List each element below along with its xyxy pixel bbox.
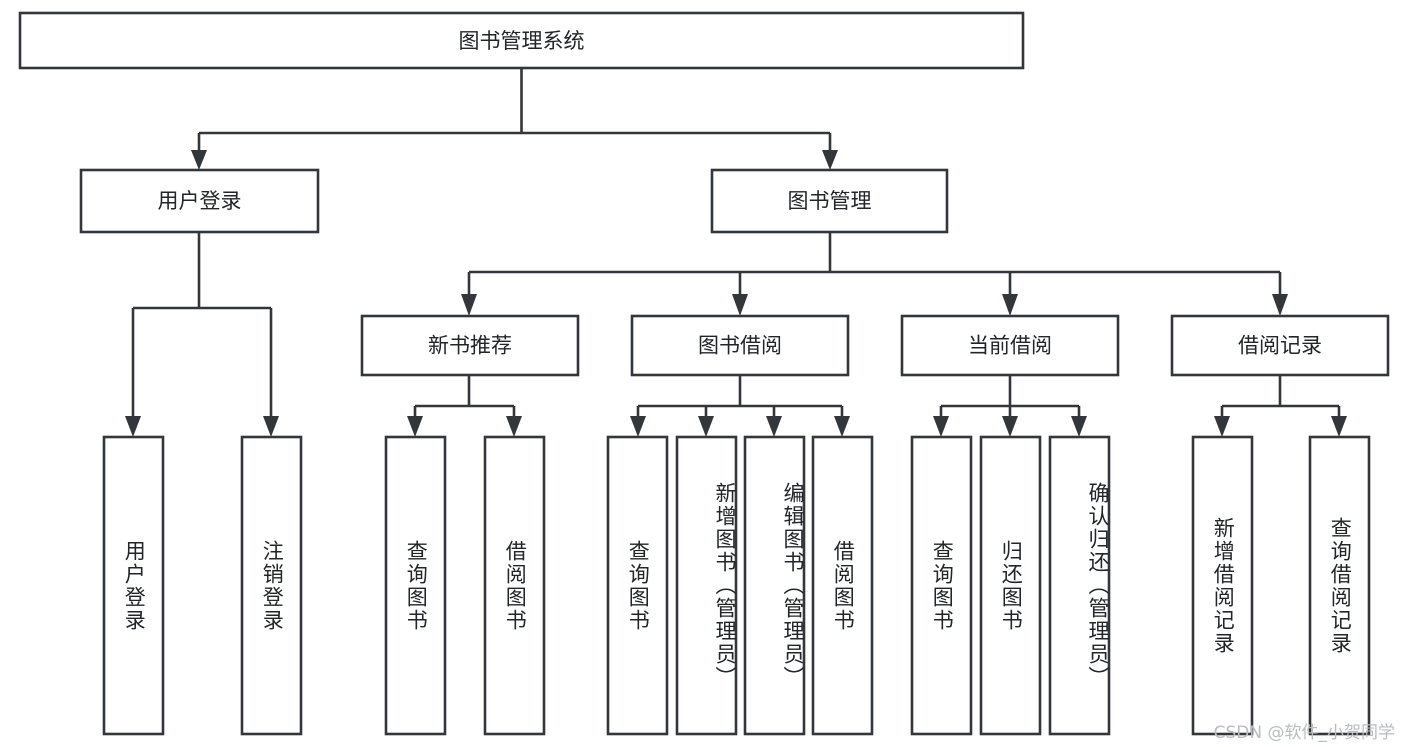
arrow-root-to-book-mgmt <box>822 150 838 170</box>
connector-group-book-borrow <box>630 375 850 437</box>
node-box-leaf-query-record[interactable] <box>1308 435 1371 736</box>
node-label-leaf-return-book: 归还图书 <box>999 539 1024 632</box>
arrow-leaf-edit-book <box>766 416 782 437</box>
node-label-leaf-logout: 注销登录 <box>260 539 285 632</box>
node-box-book-borrow[interactable] <box>630 314 850 377</box>
arrow-leaf-add-book <box>698 416 714 437</box>
node-label-leaf-query-book-1: 查询图书 <box>404 539 429 632</box>
node-box-root[interactable] <box>18 11 1025 70</box>
node-box-leaf-user-login[interactable] <box>102 435 165 736</box>
connector-group-borrow-record <box>1214 375 1347 437</box>
node-label-leaf-query-record: 查询借阅记录 <box>1328 516 1353 655</box>
node-label-leaf-borrow-book-2: 借阅图书 <box>831 539 856 632</box>
connector-group-book-mgmt <box>461 232 1288 316</box>
node-label-leaf-add-record: 新增借阅记录 <box>1211 516 1236 655</box>
arrow-to-book-borrow <box>732 294 748 316</box>
node-label-book-management: 图书管理 <box>788 189 872 213</box>
node-label-leaf-edit-book: 编辑图书（管理员） <box>781 482 805 689</box>
arrow-leaf-query-record <box>1331 416 1347 437</box>
csdn-watermark: CSDN @软件_小贺同学 <box>1213 723 1395 743</box>
node-label-leaf-query-book-2: 查询图书 <box>626 539 651 632</box>
node-label-new-book-recommend: 新书推荐 <box>428 334 512 358</box>
arrow-leaf-logout <box>263 416 279 437</box>
node-label-book-borrow: 图书借阅 <box>698 334 782 358</box>
connector-group-root <box>191 68 838 170</box>
node-box-leaf-return-book[interactable] <box>979 435 1042 736</box>
arrow-leaf-confirm-return <box>1071 416 1087 437</box>
node-label-leaf-query-book-3: 查询图书 <box>930 539 955 632</box>
node-label-root: 图书管理系统 <box>459 29 585 53</box>
node-label-borrow-record: 借阅记录 <box>1238 334 1322 358</box>
arrow-leaf-query-book-1 <box>407 416 423 437</box>
node-box-leaf-add-book[interactable] <box>675 435 738 736</box>
arrow-leaf-borrow-book-2 <box>834 416 850 437</box>
node-box-leaf-logout[interactable] <box>240 435 303 736</box>
node-label-user-login: 用户登录 <box>158 189 242 213</box>
arrow-leaf-query-book-2 <box>630 416 646 437</box>
node-box-leaf-add-record[interactable] <box>1191 435 1254 736</box>
arrow-leaf-user-login <box>125 416 141 437</box>
arrow-to-current-borrow <box>1002 294 1018 316</box>
connector-group-user-login <box>125 232 279 437</box>
node-label-leaf-borrow-book-1: 借阅图书 <box>503 539 528 632</box>
node-box-leaf-edit-book[interactable] <box>743 435 806 736</box>
arrow-root-to-user-login <box>191 150 207 170</box>
arrow-leaf-borrow-book-1 <box>506 416 522 437</box>
node-box-leaf-confirm-return[interactable] <box>1048 435 1111 736</box>
arrow-to-borrow-record <box>1272 294 1288 316</box>
arrow-leaf-return-book <box>1002 416 1018 437</box>
node-box-leaf-borrow-book-1[interactable] <box>483 435 546 736</box>
node-box-leaf-query-book-3[interactable] <box>910 435 973 736</box>
node-box-current-borrow[interactable] <box>900 314 1120 377</box>
node-label-leaf-add-book: 新增图书（管理员） <box>713 482 737 689</box>
node-label-current-borrow: 当前借阅 <box>968 334 1052 358</box>
node-box-leaf-query-book-1[interactable] <box>384 435 447 736</box>
node-box-book-management[interactable] <box>710 168 949 234</box>
node-box-leaf-query-book-2[interactable] <box>606 435 669 736</box>
node-box-leaf-borrow-book-2[interactable] <box>811 435 874 736</box>
connector-group-new-book-recommend <box>407 375 522 437</box>
arrow-to-new-book-recommend <box>461 294 477 316</box>
node-label-leaf-user-login: 用户登录 <box>122 539 147 632</box>
arrow-leaf-add-record <box>1214 416 1230 437</box>
node-box-new-book-recommend[interactable] <box>360 314 580 377</box>
node-box-user-login[interactable] <box>79 168 320 234</box>
node-label-leaf-confirm-return: 确认归还（管理员） <box>1086 482 1110 689</box>
connector-group-current-borrow <box>933 375 1087 437</box>
arrow-leaf-query-book-3 <box>933 416 949 437</box>
node-box-borrow-record[interactable] <box>1170 314 1390 377</box>
